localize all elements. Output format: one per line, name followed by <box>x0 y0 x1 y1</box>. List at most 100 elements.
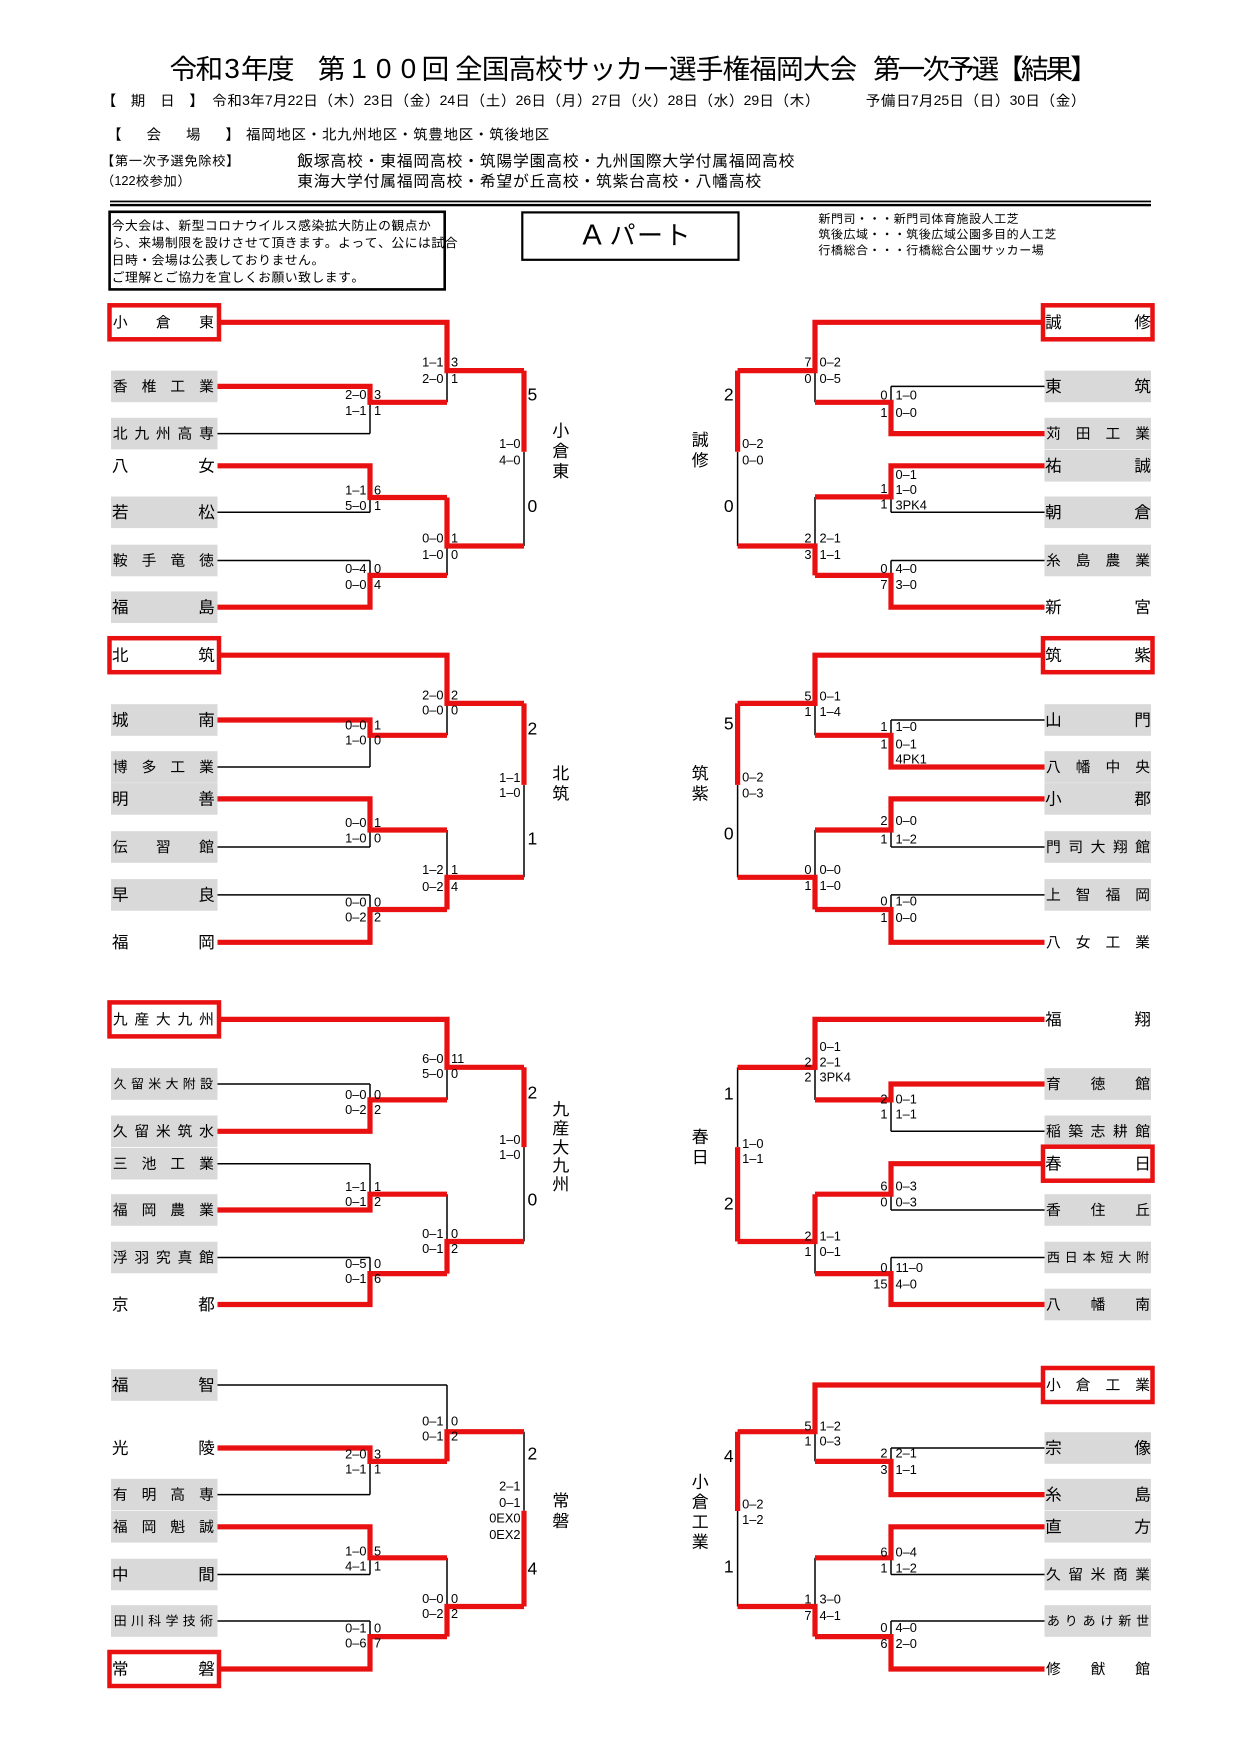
svg-text:0EX2: 0EX2 <box>489 1527 520 1542</box>
svg-text:0–1: 0–1 <box>422 1226 443 1241</box>
svg-text:5: 5 <box>804 689 811 704</box>
svg-text:122: 122 <box>114 173 135 188</box>
svg-text:1–1: 1–1 <box>820 1229 841 1244</box>
svg-text:0: 0 <box>451 1066 458 1081</box>
svg-text:1: 1 <box>880 496 887 511</box>
svg-text:1: 1 <box>804 878 811 893</box>
svg-text:1: 1 <box>374 1179 381 1194</box>
svg-text:4: 4 <box>528 1559 538 1579</box>
svg-text:0: 0 <box>374 561 381 576</box>
svg-text:1–0: 1–0 <box>345 1544 366 1559</box>
svg-text:2: 2 <box>528 1083 538 1103</box>
svg-text:27: 27 <box>592 92 608 108</box>
svg-text:1: 1 <box>528 829 538 849</box>
svg-text:1–1: 1–1 <box>345 1179 366 1194</box>
svg-text:4PK1: 4PK1 <box>896 751 927 766</box>
svg-text:7: 7 <box>804 1608 811 1623</box>
svg-text:1–0: 1–0 <box>499 785 520 800</box>
svg-text:0–0: 0–0 <box>345 577 366 592</box>
svg-text:0: 0 <box>880 1195 887 1210</box>
svg-text:26: 26 <box>516 92 532 108</box>
svg-text:1–2: 1–2 <box>896 1561 917 1576</box>
svg-text:3PK4: 3PK4 <box>896 497 927 512</box>
svg-text:28: 28 <box>668 92 684 108</box>
svg-text:0: 0 <box>804 371 811 386</box>
svg-text:0–2: 0–2 <box>820 355 841 370</box>
svg-text:0–0: 0–0 <box>896 405 917 420</box>
svg-text:0–6: 0–6 <box>345 1636 366 1651</box>
svg-text:6: 6 <box>880 1545 887 1560</box>
svg-text:1–2: 1–2 <box>820 1418 841 1433</box>
svg-text:2–1: 2–1 <box>499 1479 520 1494</box>
svg-text:7: 7 <box>265 92 273 108</box>
svg-text:2: 2 <box>804 1070 811 1085</box>
svg-text:0: 0 <box>804 862 811 877</box>
svg-text:0: 0 <box>374 895 381 910</box>
svg-text:0: 0 <box>880 1260 887 1275</box>
svg-text:30: 30 <box>1010 92 1026 108</box>
svg-text:0: 0 <box>374 1256 381 1271</box>
svg-text:0–5: 0–5 <box>820 371 841 386</box>
svg-text:2: 2 <box>451 1606 458 1621</box>
svg-text:1: 1 <box>374 498 381 513</box>
svg-text:1–0: 1–0 <box>345 831 366 846</box>
svg-text:1: 1 <box>804 1434 811 1449</box>
svg-text:7: 7 <box>880 577 887 592</box>
svg-text:0–1: 0–1 <box>896 1091 917 1106</box>
svg-text:0–0: 0–0 <box>422 1591 443 1606</box>
svg-text:1–1: 1–1 <box>499 770 520 785</box>
svg-text:2–0: 2–0 <box>896 1636 917 1651</box>
svg-text:3–0: 3–0 <box>820 1592 841 1607</box>
svg-text:6: 6 <box>374 482 381 497</box>
svg-text:0–0: 0–0 <box>422 531 443 546</box>
svg-text:3: 3 <box>451 355 458 370</box>
svg-text:3: 3 <box>242 92 250 108</box>
svg-text:1: 1 <box>374 1559 381 1574</box>
svg-text:1: 1 <box>804 704 811 719</box>
svg-text:3: 3 <box>224 53 240 84</box>
svg-text:1: 1 <box>880 910 887 925</box>
svg-text:2: 2 <box>724 385 734 405</box>
svg-text:1–0: 1–0 <box>896 719 917 734</box>
svg-text:0–1: 0–1 <box>345 1621 366 1636</box>
svg-text:0–0: 0–0 <box>345 815 366 830</box>
svg-text:5–0: 5–0 <box>422 1066 443 1081</box>
svg-text:0: 0 <box>451 702 458 717</box>
svg-text:5: 5 <box>724 714 734 734</box>
svg-text:3: 3 <box>374 1447 381 1462</box>
svg-text:4: 4 <box>451 879 458 894</box>
svg-text:1: 1 <box>724 1083 734 1103</box>
svg-text:5: 5 <box>374 1544 381 1559</box>
svg-text:0–1: 0–1 <box>896 467 917 482</box>
svg-text:2: 2 <box>804 1229 811 1244</box>
svg-text:1: 1 <box>880 405 887 420</box>
svg-text:3–0: 3–0 <box>896 577 917 592</box>
svg-text:4–1: 4–1 <box>345 1559 366 1574</box>
svg-text:1–0: 1–0 <box>499 1132 520 1147</box>
svg-text:1: 1 <box>451 531 458 546</box>
svg-text:1–0: 1–0 <box>742 1136 763 1151</box>
svg-text:0–1: 0–1 <box>499 1495 520 1510</box>
svg-text:0–1: 0–1 <box>422 1414 443 1429</box>
svg-text:1–0: 1–0 <box>345 732 366 747</box>
svg-text:2: 2 <box>724 1194 734 1214</box>
svg-text:0–0: 0–0 <box>345 1087 366 1102</box>
svg-text:4–1: 4–1 <box>820 1608 841 1623</box>
svg-text:0–4: 0–4 <box>345 561 366 576</box>
svg-text:0–0: 0–0 <box>742 453 763 468</box>
svg-text:6: 6 <box>880 1636 887 1651</box>
svg-text:22: 22 <box>288 92 304 108</box>
svg-text:0–0: 0–0 <box>820 862 841 877</box>
svg-text:A: A <box>582 220 602 252</box>
svg-text:3: 3 <box>804 547 811 562</box>
svg-text:0: 0 <box>880 561 887 576</box>
svg-text:0–1: 0–1 <box>896 737 917 752</box>
svg-text:0–2: 0–2 <box>345 1102 366 1117</box>
svg-text:29: 29 <box>744 92 760 108</box>
svg-text:0–2: 0–2 <box>345 910 366 925</box>
svg-text:2–0: 2–0 <box>422 687 443 702</box>
svg-text:0–2: 0–2 <box>422 879 443 894</box>
svg-text:1: 1 <box>351 53 367 84</box>
svg-text:0: 0 <box>724 496 734 516</box>
svg-text:1–1: 1–1 <box>345 403 366 418</box>
